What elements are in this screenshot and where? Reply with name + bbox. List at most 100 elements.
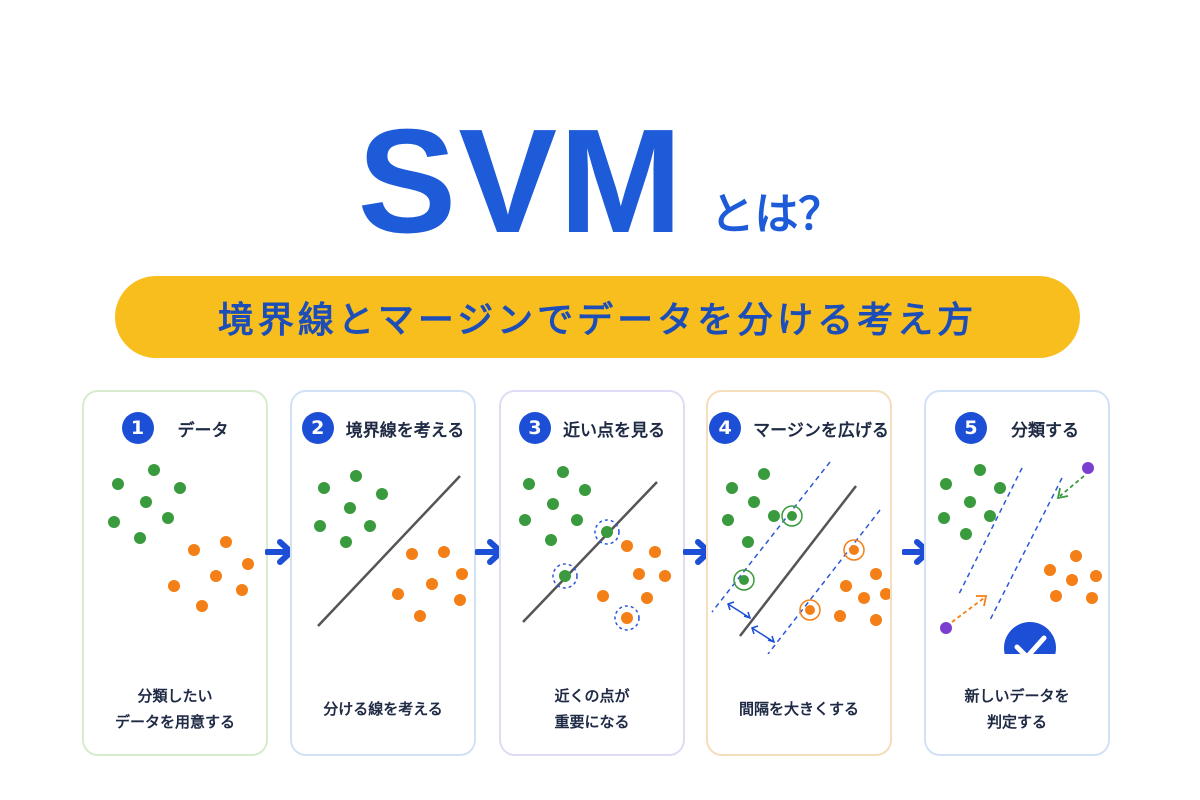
caption-line: 判定する — [986, 713, 1047, 731]
orange-point — [870, 568, 882, 580]
step-title: マージンを広げる — [753, 420, 889, 441]
step-header: 1 データ — [84, 410, 266, 446]
orange-point — [414, 610, 426, 622]
caption-line: データを用意する — [114, 713, 235, 731]
support-vector-point — [849, 545, 859, 555]
green-point — [722, 514, 734, 526]
support-vector-point — [787, 511, 797, 521]
green-point — [571, 514, 583, 526]
step-title: データ — [177, 420, 229, 441]
orange-point — [633, 568, 645, 580]
margin-width-arrow — [727, 603, 751, 619]
margin-diagram — [711, 461, 890, 654]
boundary-line — [317, 475, 461, 627]
support-vector-point — [805, 605, 815, 615]
margin-line — [957, 467, 1023, 597]
green-point — [344, 502, 356, 514]
classify-arrow — [951, 597, 985, 623]
green-point — [768, 510, 780, 522]
orange-point — [840, 580, 852, 592]
caption-line: 近くの点が — [554, 687, 630, 705]
green-point — [350, 470, 362, 482]
green-point — [519, 514, 531, 526]
support-vector-highlight — [781, 505, 803, 527]
green-point — [984, 510, 996, 522]
check-circle-icon — [1004, 622, 1056, 654]
green-point — [726, 482, 738, 494]
step-caption: 分ける線を考える — [292, 674, 474, 744]
support-vector-highlight — [594, 519, 620, 545]
support-vector-point — [739, 575, 749, 585]
orange-point — [597, 590, 609, 602]
orange-point — [834, 610, 846, 622]
green-point — [140, 496, 152, 508]
step-header: 2 境界線を考える — [292, 410, 474, 446]
support-vector-point — [621, 612, 633, 624]
orange-point — [210, 570, 222, 582]
green-point — [523, 478, 535, 490]
orange-point — [1070, 550, 1082, 562]
orange-point — [438, 546, 450, 558]
orange-point — [454, 594, 466, 606]
step-caption: 分類したい データを用意する — [84, 674, 266, 744]
step-number-badge: 3 — [519, 412, 551, 444]
step-card-1: 1 データ 分類したい データを用意する — [82, 390, 268, 756]
green-point — [960, 528, 972, 540]
subtitle-text: 境界線とマージンでデータを分ける考え方 — [217, 300, 978, 341]
green-point — [748, 496, 760, 508]
orange-point — [1086, 592, 1098, 604]
orange-point — [858, 592, 870, 604]
orange-point — [188, 544, 200, 556]
support-vectors-diagram — [519, 466, 671, 631]
orange-point — [406, 548, 418, 560]
orange-point — [1044, 564, 1056, 576]
orange-point — [1050, 590, 1062, 602]
title-sub: とは？ — [710, 189, 843, 240]
green-point — [364, 520, 376, 532]
orange-point — [659, 570, 671, 582]
step-card-2: 2 境界線を考える 分ける線を考える — [290, 390, 476, 756]
green-point — [758, 468, 770, 480]
orange-point — [196, 600, 208, 612]
orange-point — [168, 580, 180, 592]
orange-point — [1090, 570, 1102, 582]
step-card-3: 3 近い点を見る 近くの — [499, 390, 685, 756]
caption-line: 重要になる — [554, 713, 630, 731]
step-number-badge: 4 — [709, 412, 742, 444]
orange-point — [641, 592, 653, 604]
step-header: 3 近い点を見る — [501, 410, 683, 446]
step-caption: 新しいデータを 判定する — [926, 674, 1108, 744]
support-vector-highlight — [799, 599, 821, 621]
orange-point — [621, 540, 633, 552]
step-number-badge: 2 — [301, 412, 334, 444]
orange-point — [220, 536, 232, 548]
green-point — [112, 478, 124, 490]
support-vector-point — [559, 570, 571, 582]
green-point — [148, 464, 160, 476]
title-main: SVM — [357, 99, 685, 264]
step-number-badge: 5 — [955, 412, 987, 444]
caption-line: 新しいデータを — [964, 687, 1070, 705]
orange-point — [649, 546, 661, 558]
green-point — [557, 466, 569, 478]
boundary-line — [739, 485, 857, 637]
orange-point — [456, 568, 468, 580]
step-card-5: 5 分類する — [924, 390, 1110, 756]
green-point — [994, 482, 1006, 494]
support-vector-highlight — [733, 569, 755, 591]
margin-line — [767, 509, 881, 654]
green-point — [134, 532, 146, 544]
caption-line: 分類したい — [137, 687, 213, 705]
step-card-4: 4 マージンを広げる — [706, 390, 892, 756]
green-point — [318, 482, 330, 494]
orange-point — [870, 614, 882, 626]
caption-line: 分ける線を考える — [323, 700, 443, 718]
green-point — [108, 516, 120, 528]
title: SVM とは？ — [0, 96, 1200, 256]
green-point — [964, 496, 976, 508]
new-data-point — [1082, 462, 1094, 474]
subtitle-banner: 境界線とマージンでデータを分ける考え方 — [115, 276, 1080, 358]
classification-diagram — [938, 462, 1102, 654]
step-number-badge: 1 — [121, 412, 154, 444]
green-point — [742, 536, 754, 548]
